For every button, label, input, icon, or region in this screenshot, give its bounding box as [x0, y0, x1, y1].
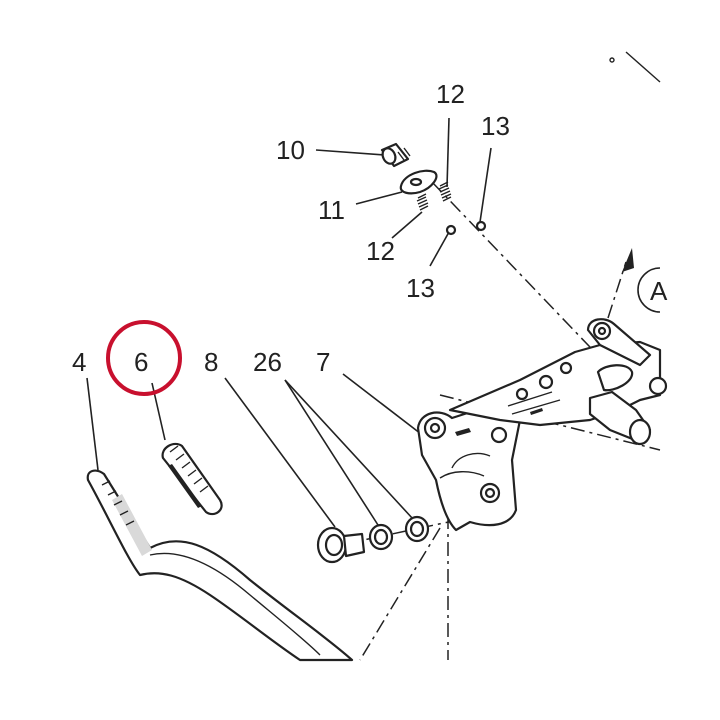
rubber-pad-part-6 [161, 442, 223, 516]
callout-12-upper: 12 [436, 79, 465, 109]
callout-6: 6 [134, 347, 148, 377]
leader-lines [86, 117, 492, 528]
bracket-part-7 [416, 398, 522, 532]
callout-7: 7 [316, 347, 330, 377]
plate-part-11 [399, 169, 438, 195]
ball-part-13-left [445, 224, 457, 236]
spring-part-12-upper [438, 181, 452, 202]
ball-part-13-right [475, 220, 487, 232]
callout-a: A [650, 276, 668, 306]
callout-labels: 10 11 12 12 13 13 4 6 8 26 7 A [72, 79, 668, 377]
reference-circle-a [637, 267, 661, 313]
callout-13-lower: 13 [406, 273, 435, 303]
direction-arrow [622, 248, 634, 272]
spring-part-12-lower [416, 193, 429, 211]
screw-part-10 [380, 142, 411, 168]
pivot-pin-part-8 [316, 526, 366, 564]
lever-part-4 [86, 469, 354, 662]
callout-10: 10 [276, 135, 305, 165]
callout-8: 8 [204, 347, 218, 377]
callout-4: 4 [72, 347, 86, 377]
o-rings-part-26 [368, 515, 430, 551]
callout-12-lower: 12 [366, 236, 395, 266]
callout-11: 11 [318, 195, 345, 225]
highlight-circle [106, 320, 182, 396]
frame-rail [448, 51, 668, 446]
callout-26: 26 [253, 347, 282, 377]
callout-13-upper: 13 [481, 111, 510, 141]
